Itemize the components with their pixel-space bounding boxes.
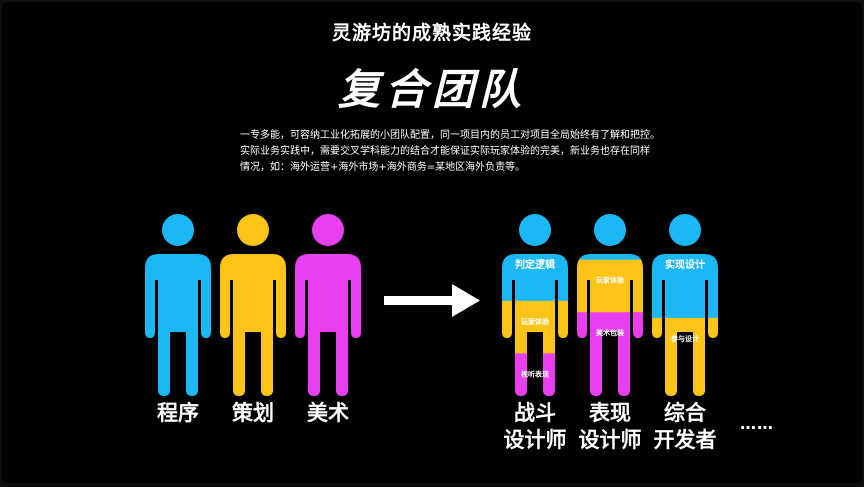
headline: 复合团队 [337,65,526,114]
skill-segment [577,259,643,313]
role-label-line: 开发者 [653,428,717,452]
person-icon-programmer [143,214,213,396]
skill-segment [577,312,643,396]
description-line: 一专多能，可容纳工业化拓展的小团队配置，同一项目内的员工对项目全局始终有了解和把… [240,130,660,141]
role-label-artist: 美术 [307,401,349,425]
role-label-integrated-developer: 综合 开发者 [630,400,740,454]
role-label-combat-designer: 战斗 设计师 [480,400,590,454]
role-label-line: 战斗 [514,401,556,425]
person-head [237,214,269,246]
skill-label: 玩家体验 [596,276,625,285]
role-label-line: 设计师 [578,428,642,452]
skill-label: 视听表现 [521,369,549,378]
skill-segment [502,300,568,354]
person-icon-presentation-designer: 玩家体验美术包装 [575,214,645,396]
person-head [594,214,626,246]
person-head [669,214,701,246]
person-body [295,254,361,396]
person-head [312,214,344,246]
skill-label: 判定逻辑 [515,258,555,271]
skill-label: 实现设计 [665,258,705,271]
person-body [145,254,211,396]
role-label-designer: 策划 [232,401,274,425]
role-label-line: 综合 [664,401,706,425]
person-icon-integrated-developer: 实现设计参与设计 [650,214,720,396]
person-icon-combat-designer: 判定逻辑玩家体验视听表现 [500,214,570,396]
person-icon-designer [218,214,288,396]
role-label-line: 表现 [589,401,631,425]
right-arrow-icon [384,284,480,322]
slide-title: 灵游坊的成熟实践经验 [331,22,532,44]
person-head [519,214,551,246]
skill-label: 玩家体验 [521,317,550,326]
person-head [162,214,194,246]
description-line: 实际业务实践中，需要交叉学科能力的结合才能保证实际玩家体验的完美，新业务也存在同… [240,146,650,157]
role-label-programmer: 程序 [157,401,199,425]
skill-segment [577,254,643,261]
description-line: 情况，如：海外运营+海外市场+海外商务=某地区海外负责等。 [240,162,526,173]
role-label-presentation-designer: 表现 设计师 [555,400,665,454]
person-body [220,254,286,396]
role-label-line: 设计师 [503,428,567,452]
ellipsis: …… [740,414,774,433]
description: 一专多能，可容纳工业化拓展的小团队配置，同一项目内的员工对项目全局始终有了解和把… [240,128,700,176]
skill-label: 参与设计 [671,334,699,343]
person-icon-artist [293,214,363,396]
skill-label: 美术包装 [596,328,624,337]
skill-segment [652,317,718,396]
